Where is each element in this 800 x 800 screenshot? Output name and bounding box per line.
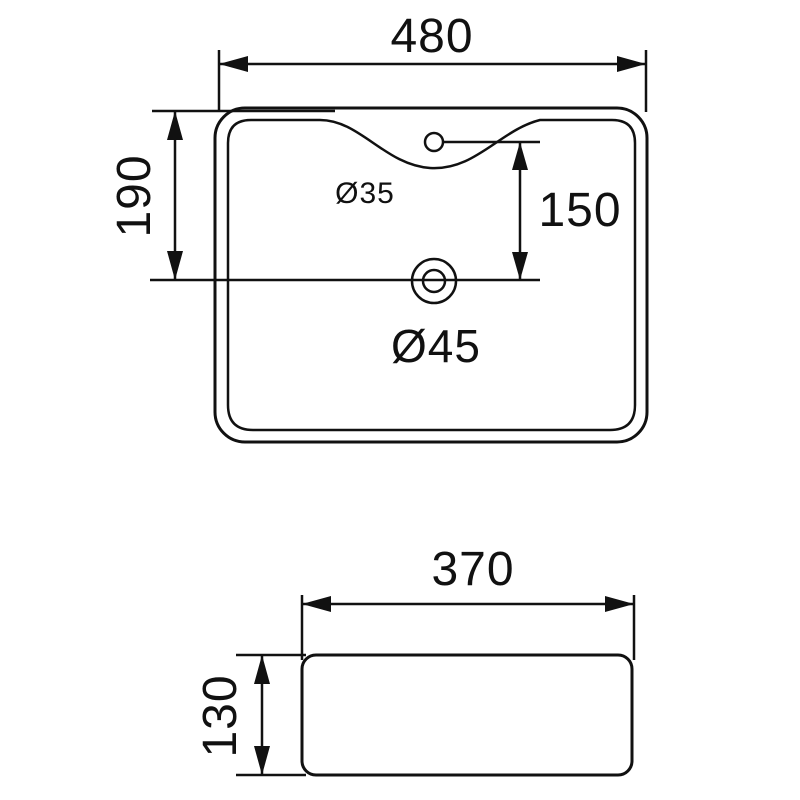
side-width-label: 370 (431, 543, 514, 596)
side-width-arrow-left (302, 596, 331, 612)
width-arrow-right (617, 56, 646, 72)
faucet-drain-arrow-bottom (512, 252, 528, 280)
side-view: 370 130 (194, 543, 636, 777)
side-width-arrow-right (605, 596, 634, 612)
basin-outer-rim (213, 106, 649, 444)
side-height-arrow-bottom (254, 746, 270, 775)
faucet-hole-label: Ø35 (335, 177, 395, 210)
faucet-drain-label: 150 (538, 184, 621, 237)
faucet-drain-arrow-top (512, 142, 528, 170)
side-height-arrow-top (254, 655, 270, 684)
depth-label: 190 (108, 154, 161, 237)
width-arrow-left (219, 56, 248, 72)
depth-arrow-top (167, 111, 183, 140)
width-label: 480 (390, 10, 473, 63)
depth-arrow-bottom (167, 251, 183, 280)
drain-hole-label: Ø45 (391, 320, 481, 372)
side-height-label: 130 (194, 674, 247, 757)
top-view: 480 190 150 Ø35 Ø45 (108, 10, 649, 444)
faucet-hole (423, 131, 445, 153)
basin-inner-bowl (226, 118, 637, 432)
basin-side-profile (300, 653, 634, 777)
